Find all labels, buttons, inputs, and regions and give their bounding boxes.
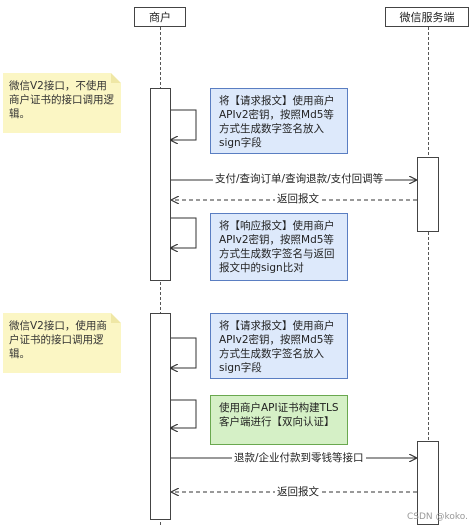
side-note-v2-with-cert: 微信V2接口，使用商户证书的接口调用逻辑。 xyxy=(3,313,121,373)
message-label-return-1: 返回报文 xyxy=(275,191,321,206)
message-label-return-2: 返回报文 xyxy=(275,484,321,499)
note-request-sign-1-text: 将【请求报文】使用商户APIv2密钥，按照Md5等方式生成数字签名放入sign字… xyxy=(219,95,335,149)
message-label-pay-query: 支付/查询订单/查询退款/支付回调等 xyxy=(213,171,386,186)
note-tls-mutual-auth: 使用商户API证书构建TLS客户端进行【双向认证】 xyxy=(210,395,348,445)
note-tls-mutual-auth-text: 使用商户API证书构建TLS客户端进行【双向认证】 xyxy=(219,402,339,428)
wechat-activation-1 xyxy=(417,157,439,232)
note-request-sign-1: 将【请求报文】使用商户APIv2密钥，按照Md5等方式生成数字签名放入sign字… xyxy=(210,88,348,154)
note-response-verify: 将【响应报文】使用商户APIv2密钥，按照Md5等方式生成数字签名与返回报文中的… xyxy=(210,213,348,281)
merchant-participant: 商户 xyxy=(134,7,186,27)
merchant-activation-2 xyxy=(150,313,171,520)
note-response-verify-text: 将【响应报文】使用商户APIv2密钥，按照Md5等方式生成数字签名与返回报文中的… xyxy=(219,220,335,274)
merchant-activation-1 xyxy=(150,88,171,281)
message-label-refund: 退款/企业付款到零钱等接口 xyxy=(232,450,366,465)
wechat-lifeline xyxy=(428,27,429,525)
self-call-arrow-4 xyxy=(171,399,197,428)
note-request-sign-2: 将【请求报文】使用商户APIv2密钥，按照Md5等方式生成数字签名放入sign字… xyxy=(210,313,348,379)
side-note-v2-no-cert: 微信V2接口，不使用商户证书的接口调用逻辑。 xyxy=(3,73,121,133)
watermark: CSDN @koko. xyxy=(406,512,468,522)
self-call-arrow-1 xyxy=(171,109,197,140)
wechat-participant: 微信服务端 xyxy=(385,7,469,27)
note-request-sign-2-text: 将【请求报文】使用商户APIv2密钥，按照Md5等方式生成数字签名放入sign字… xyxy=(219,320,335,374)
self-call-arrow-3 xyxy=(171,337,197,368)
self-call-arrow-2 xyxy=(171,217,197,248)
